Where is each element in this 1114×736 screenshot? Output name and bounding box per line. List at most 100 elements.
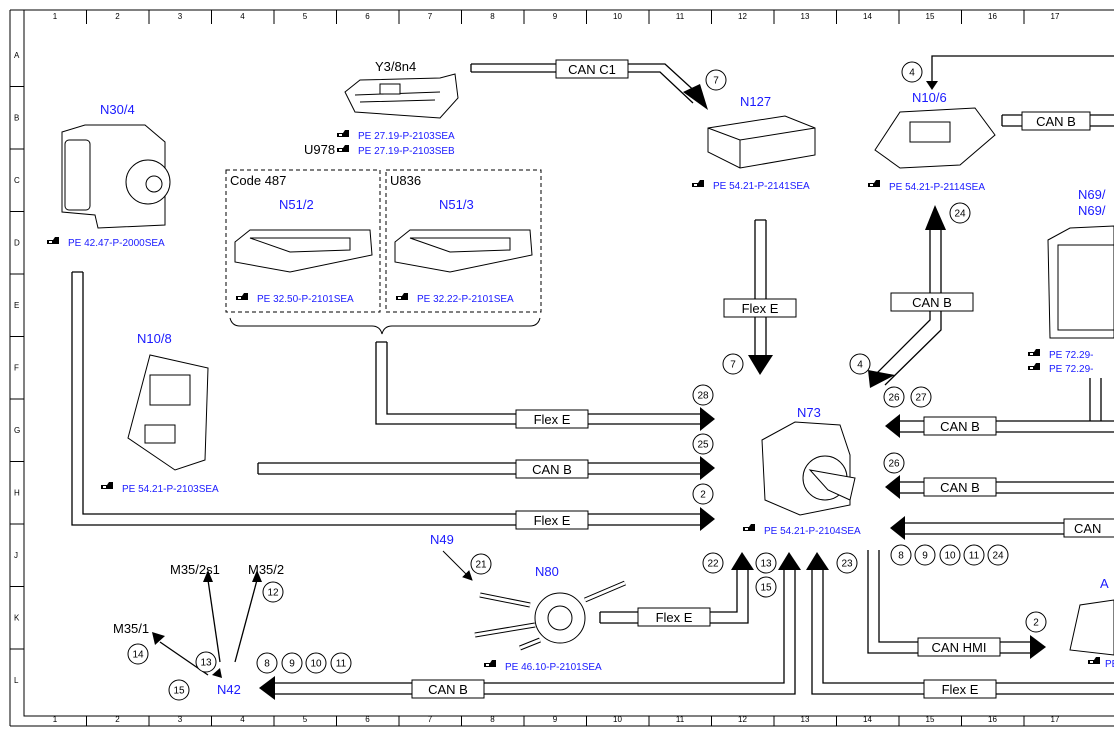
- can-b-right1-bus[interactable]: CAN B: [923, 416, 997, 436]
- grid-col-top-14: 14: [863, 12, 872, 21]
- grid-col-top-6: 6: [365, 12, 370, 21]
- m35-1-label[interactable]: M35/1: [113, 621, 149, 636]
- can-right3-bus[interactable]: CAN: [1063, 518, 1114, 538]
- m35-2s1-label[interactable]: M35/2s1: [170, 562, 220, 577]
- circled-number-n23: 23: [836, 552, 858, 574]
- grid-column-labels: 1122334455667788991010111112121313141415…: [53, 10, 1060, 726]
- grid-col-bottom-10: 10: [613, 715, 622, 724]
- svg-text:24: 24: [992, 551, 1004, 562]
- flex-e-n127-bus[interactable]: Flex E: [723, 298, 797, 318]
- n51-3-label: N51/3: [439, 197, 474, 212]
- n73-ref: PE 54.21-P-2104SEA: [764, 526, 861, 537]
- n51-3-ref[interactable]: PE 32.22-P-2101SEA: [417, 294, 514, 305]
- grid-col-top-11: 11: [676, 12, 685, 21]
- grid-col-top-9: 9: [553, 12, 558, 21]
- grid-col-top-7: 7: [428, 12, 433, 21]
- circled-number-n14: 14: [127, 643, 149, 665]
- n69-label-2: N69/: [1078, 203, 1106, 218]
- grid-col-top-8: 8: [490, 12, 495, 21]
- flex-e-row1-bus[interactable]: Flex E: [515, 409, 589, 429]
- grid-col-bottom-1: 1: [53, 715, 58, 724]
- n127-component[interactable]: N127 PE 54.21-P-2141SEA: [692, 94, 816, 192]
- svg-text:26: 26: [888, 459, 900, 470]
- circled-number-n2a: 2: [692, 483, 714, 505]
- n127-label: N127: [740, 94, 771, 109]
- code-487-group: Code 487 N51/2 PE 32.50-P-2101SEA: [225, 169, 381, 313]
- circled-number-n24: 24: [949, 202, 971, 224]
- n73-label: N73: [797, 405, 821, 420]
- can-b-n10-6-label: CAN B: [912, 295, 952, 310]
- svg-text:15: 15: [760, 583, 772, 594]
- n30-4-ref: PE 42.47-P-2000SEA: [68, 238, 165, 249]
- grid-col-top-2: 2: [115, 12, 120, 21]
- n30-4-component[interactable]: N30/4 PE 42.47-P-2000SEA: [47, 102, 171, 249]
- grid-col-top-17: 17: [1051, 12, 1060, 21]
- grid-col-top-4: 4: [240, 12, 245, 21]
- n42-cluster: N42 M35/2s1 M35/2 M35/1: [113, 562, 284, 697]
- can-b-row2-bus[interactable]: CAN B: [515, 459, 589, 479]
- grid-col-bottom-15: 15: [926, 715, 935, 724]
- n42-label[interactable]: N42: [217, 682, 241, 697]
- svg-text:13: 13: [200, 658, 212, 669]
- n80-label: N80: [535, 564, 559, 579]
- a-component[interactable]: A PE: [1069, 576, 1114, 670]
- n69-component[interactable]: N69/ N69/ PE 72.29- PE 72.29-: [1028, 187, 1114, 375]
- grid-col-top-1: 1: [53, 12, 58, 21]
- svg-text:8: 8: [264, 659, 270, 670]
- code-487-title: Code 487: [230, 173, 286, 188]
- svg-text:8: 8: [898, 551, 904, 562]
- grid-row-L: L: [14, 676, 19, 685]
- n10-6-ref: PE 54.21-P-2114SEA: [889, 182, 985, 193]
- arrow-heads: [152, 81, 1046, 700]
- circled-number-n27: 27: [910, 386, 932, 408]
- svg-text:22: 22: [707, 559, 719, 570]
- circled-number-n9b: 9: [281, 652, 303, 674]
- y3-8n4-component[interactable]: Y3/8n4 PE 27.19-P-2103SEA U978 PE 27.19-…: [304, 59, 459, 157]
- svg-text:9: 9: [289, 659, 295, 670]
- flex-e-row3-label: Flex E: [534, 513, 571, 528]
- flex-e-n80-bus[interactable]: Flex E: [637, 607, 711, 627]
- circled-number-n8b: 8: [256, 652, 278, 674]
- can-hmi-bus[interactable]: CAN HMI: [917, 637, 1001, 657]
- svg-text:28: 28: [697, 391, 709, 402]
- n73-component[interactable]: N73 PE 54.21-P-2104SEA: [743, 405, 861, 537]
- y3-8n4-ref2: PE 27.19-P-2103SEB: [358, 146, 455, 157]
- circled-number-n7a: 7: [705, 69, 727, 91]
- grid-row-A: A: [14, 51, 20, 60]
- n10-6-component[interactable]: N10/6 PE 54.21-P-2114SEA: [868, 90, 996, 193]
- n69-ref2: PE 72.29-: [1049, 364, 1093, 375]
- can-b-right2-bus[interactable]: CAN B: [923, 477, 997, 497]
- svg-text:25: 25: [697, 440, 709, 451]
- n49-label: N49: [430, 532, 454, 547]
- can-b-n10-6-bus[interactable]: CAN B: [890, 292, 974, 312]
- can-b-top-label: CAN B: [1036, 114, 1076, 129]
- circled-number-n26a: 26: [883, 386, 905, 408]
- circled-number-n13b: 13: [195, 651, 217, 673]
- n80-component[interactable]: N49 N80 PE 46.10-P-2101SEA: [430, 532, 626, 673]
- grid-row-K: K: [14, 614, 20, 623]
- can-b-row2-label: CAN B: [532, 462, 572, 477]
- grid-col-bottom-16: 16: [988, 715, 997, 724]
- n51-2-ref[interactable]: PE 32.50-P-2101SEA: [257, 294, 354, 305]
- flex-e-bottom-bus[interactable]: Flex E: [923, 679, 997, 699]
- svg-text:15: 15: [173, 686, 185, 697]
- grid-col-bottom-5: 5: [303, 715, 308, 724]
- n10-8-component[interactable]: N10/8 PE 54.21-P-2103SEA: [101, 331, 219, 495]
- circled-number-n4a: 4: [901, 61, 923, 83]
- can-b-right2-label: CAN B: [940, 480, 980, 495]
- circled-number-n8a: 8: [890, 544, 912, 566]
- circled-number-n2b: 2: [1025, 611, 1047, 633]
- svg-text:10: 10: [944, 551, 956, 562]
- svg-text:4: 4: [857, 360, 863, 371]
- can-b-top-bus[interactable]: CAN B: [1021, 111, 1091, 131]
- can-b-n42-bus[interactable]: CAN B: [411, 679, 485, 699]
- grid-row-G: G: [14, 426, 20, 435]
- can-c1-bus[interactable]: CAN C1: [555, 59, 629, 79]
- svg-text:12: 12: [267, 588, 279, 599]
- bus-labels: CAN C1 CAN B Flex E CAN B Flex E CAN B F…: [411, 59, 1114, 699]
- flex-e-row3-bus[interactable]: Flex E: [515, 510, 589, 530]
- m35-2-label[interactable]: M35/2: [248, 562, 284, 577]
- group-brace: [229, 317, 541, 335]
- a-ref: PE: [1105, 659, 1114, 670]
